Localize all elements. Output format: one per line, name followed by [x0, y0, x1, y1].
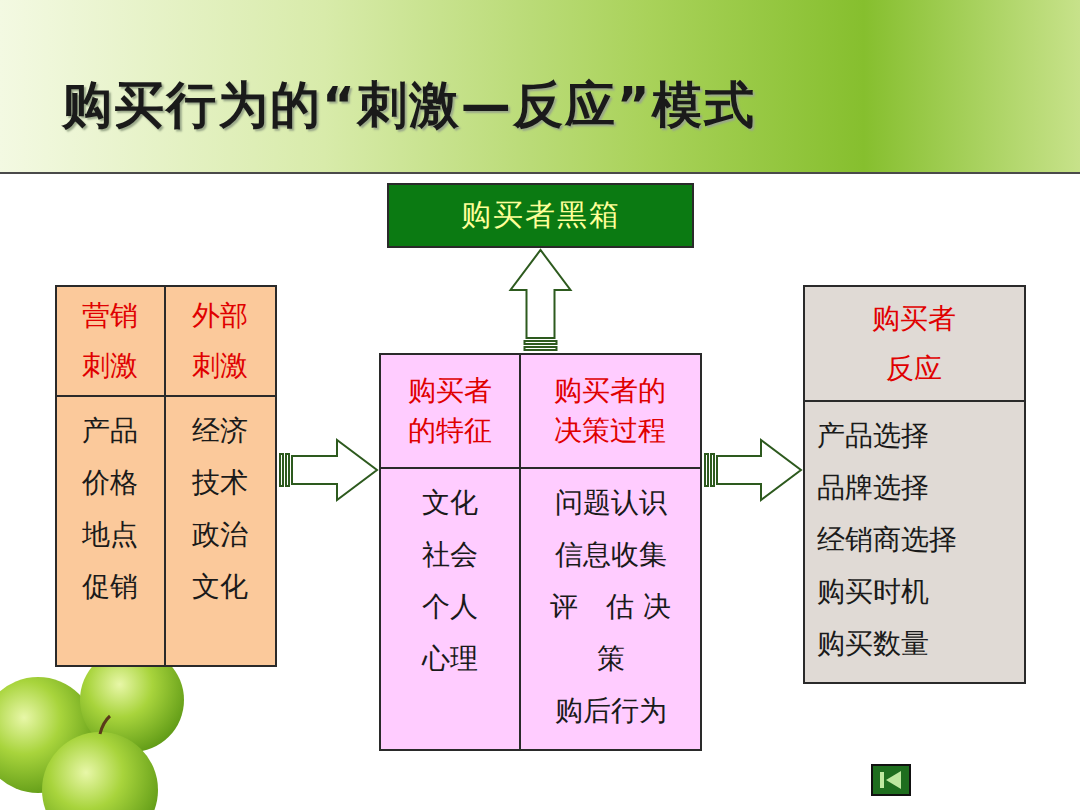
column-header: 购买者 的特征 [381, 355, 519, 469]
stimulus-column: 购买者的 决策过程问题认识 信息收集 评 估 决 策 购后行为 [519, 353, 702, 751]
stimulus-column: 营销 刺激产品 价格 地点 促销 [55, 285, 166, 667]
column-body: 产品选择 品牌选择 经销商选择 购买时机 购买数量 [805, 402, 1024, 670]
header-text: 外部 刺激 [184, 291, 257, 391]
column-header: 购买者的 决策过程 [521, 355, 700, 469]
item-list: 文化 社会 个人 心理 [414, 477, 487, 685]
header-text: 营销 刺激 [74, 291, 147, 391]
item-list: 产品 价格 地点 促销 [74, 405, 147, 613]
column-body: 产品 价格 地点 促销 [57, 397, 164, 613]
slide-title: 购买行为的“刺激—反应”模式 [62, 72, 756, 139]
stimulus-column: 购买者 反应产品选择 品牌选择 经销商选择 购买时机 购买数量 [803, 285, 1026, 684]
item-list: 经济 技术 政治 文化 [184, 405, 257, 613]
column-header: 外部 刺激 [166, 287, 275, 397]
header-text: 购买者 反应 [864, 294, 965, 394]
black-box: 购买者黑箱 [387, 183, 694, 248]
column-header: 营销 刺激 [57, 287, 164, 397]
stimulus-column: 购买者 的特征文化 社会 个人 心理 [379, 353, 521, 751]
header-text: 购买者的 决策过程 [546, 371, 675, 451]
column-header: 购买者 反应 [805, 287, 1024, 402]
block-arrow [705, 440, 801, 500]
column-body: 问题认识 信息收集 评 估 决 策 购后行为 [521, 469, 700, 737]
header-text: 购买者 的特征 [400, 371, 501, 451]
node-label: 购买者黑箱 [461, 195, 621, 236]
column-body: 经济 技术 政治 文化 [166, 397, 275, 613]
block-arrow [511, 250, 571, 350]
stimulus-column: 外部 刺激经济 技术 政治 文化 [164, 285, 277, 667]
item-list: 问题认识 信息收集 评 估 决 策 购后行为 [549, 477, 672, 737]
column-body: 文化 社会 个人 心理 [381, 469, 519, 685]
block-arrow [280, 440, 377, 500]
nav-button [872, 765, 910, 795]
item-list: 产品选择 品牌选择 经销商选择 购买时机 购买数量 [817, 410, 974, 670]
